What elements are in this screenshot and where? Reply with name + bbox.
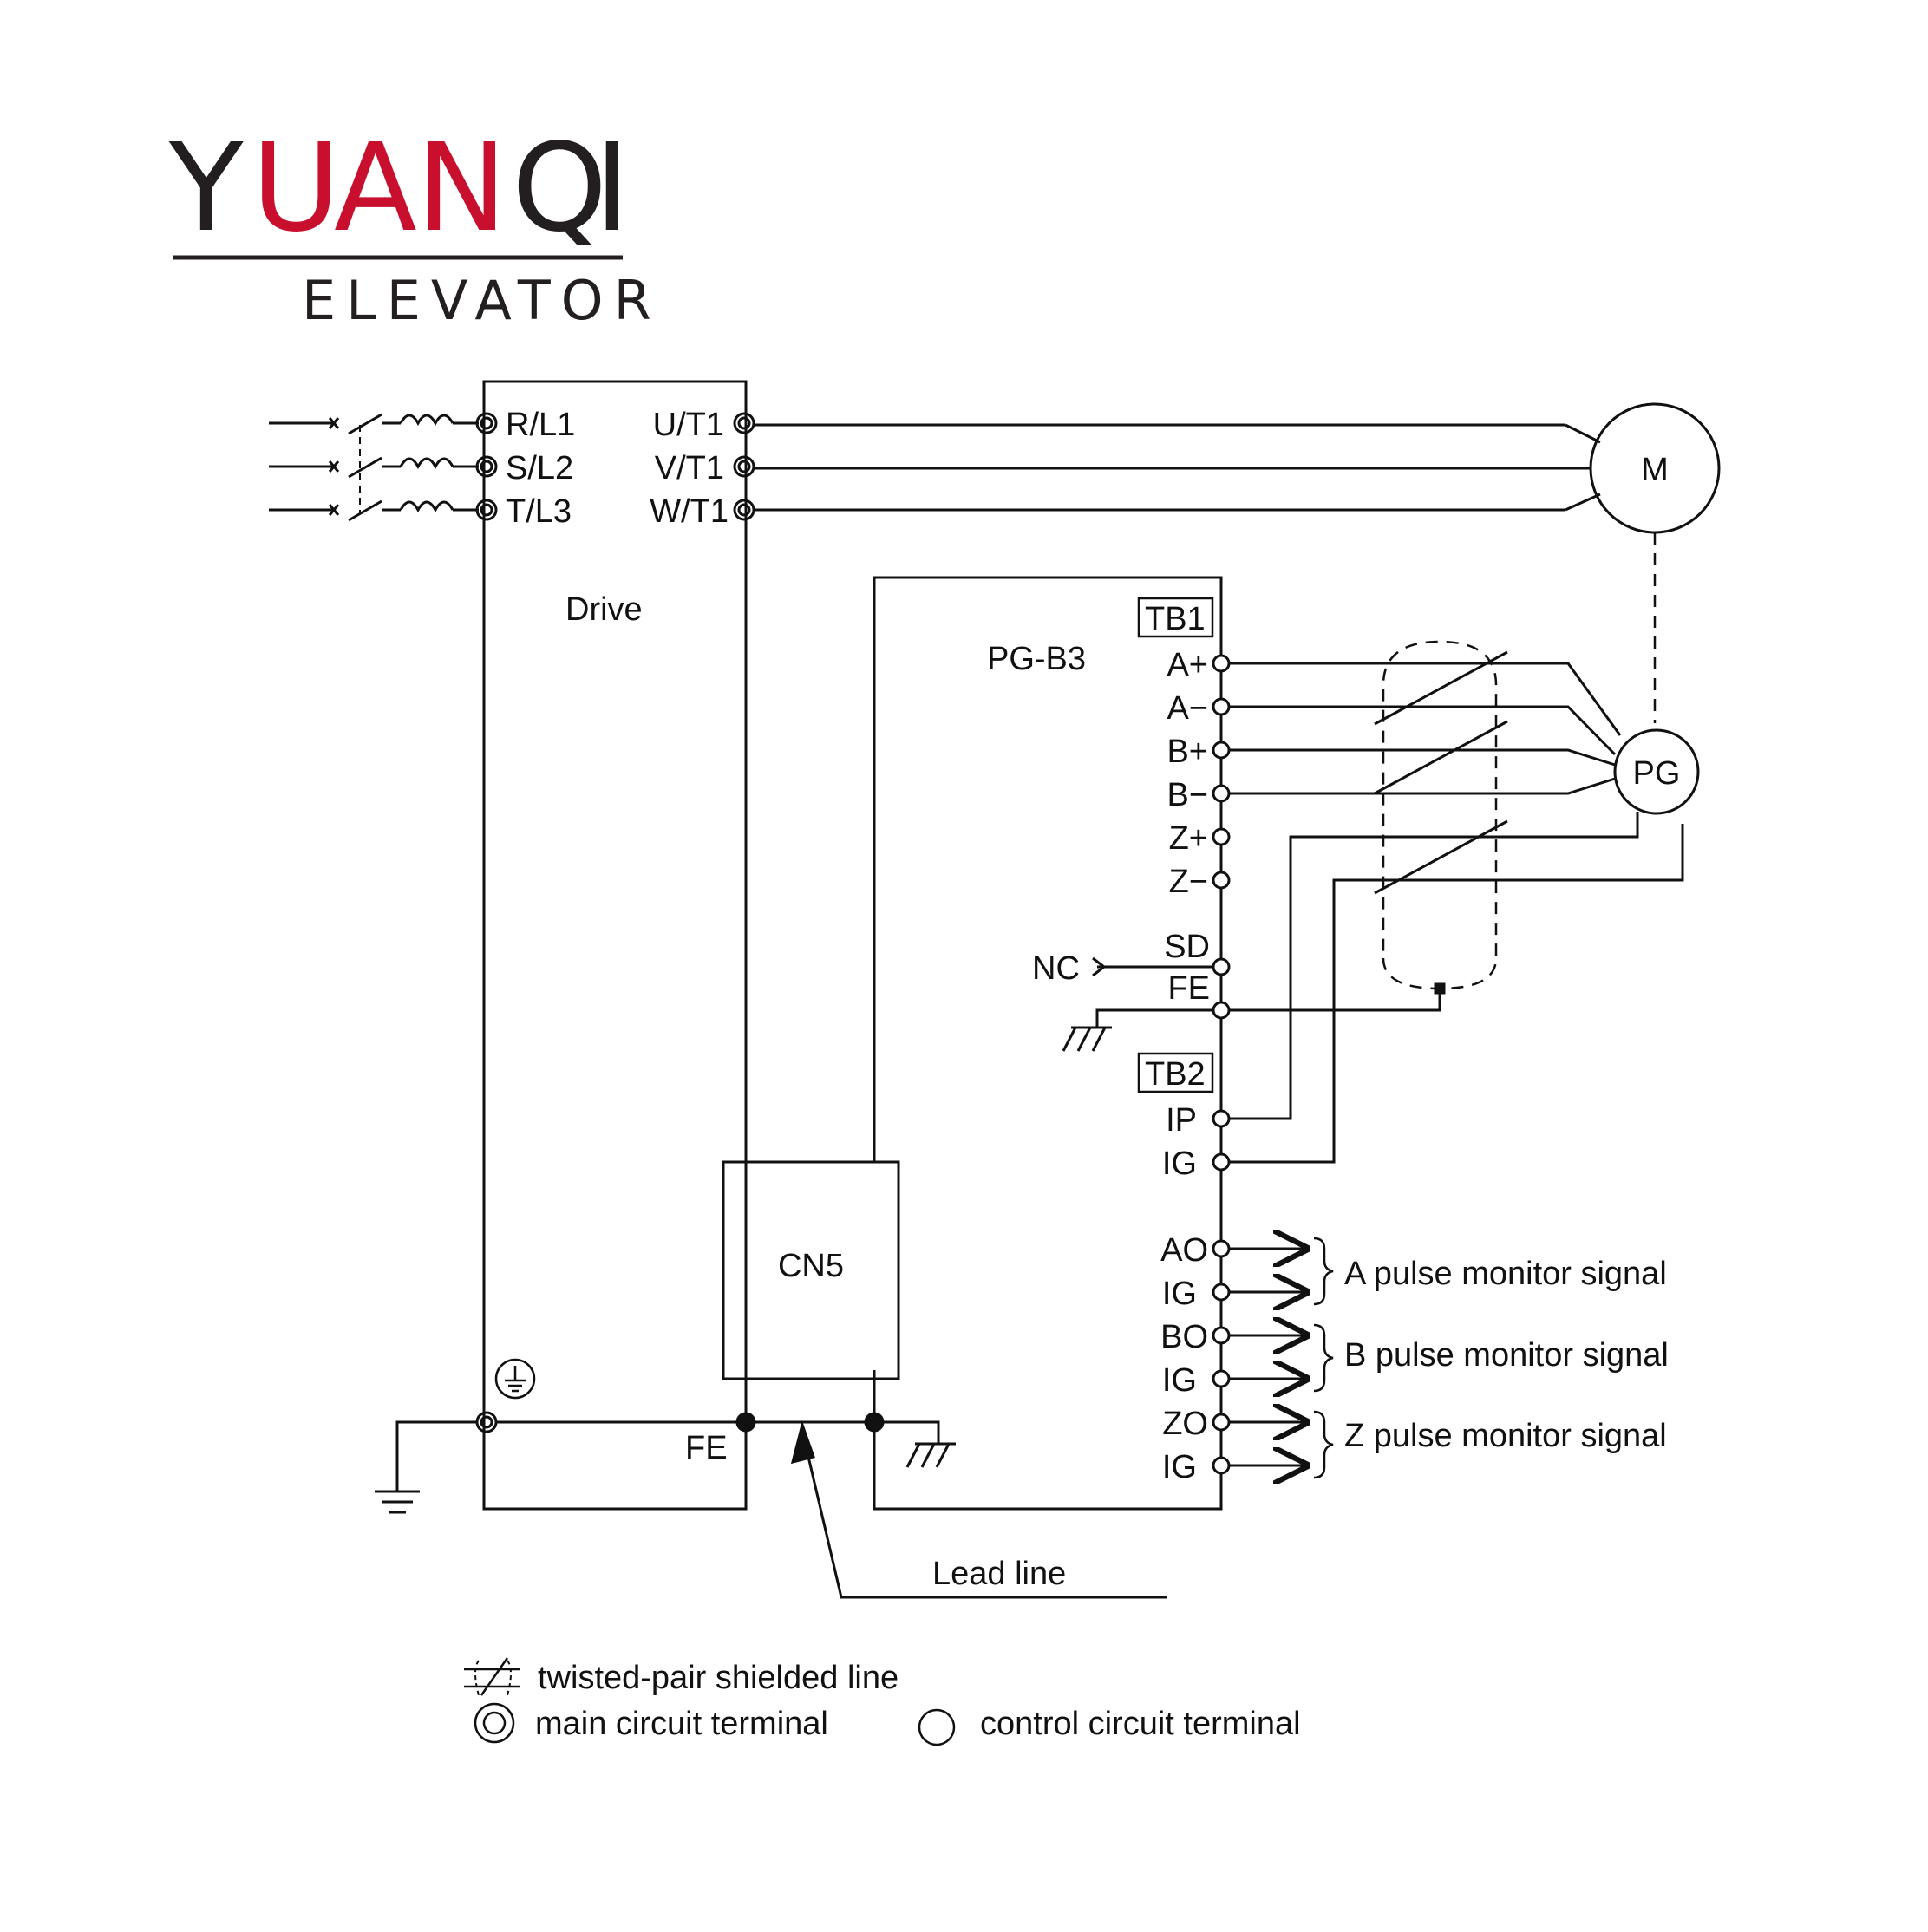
logo-letter-a: A xyxy=(334,118,443,259)
logo-tagline: ELEVATOR xyxy=(302,269,662,332)
tb1-terminal-b-minus: B− xyxy=(1167,777,1208,813)
drive-fe-label: FE xyxy=(685,1430,728,1466)
encoder-wires xyxy=(1229,662,1684,1164)
drive-input-label-2: S/L2 xyxy=(506,450,573,486)
drive-input-label-3: T/L3 xyxy=(506,493,572,530)
encoder-label: PG xyxy=(1633,755,1681,792)
tb1-terminal-a-plus: A+ xyxy=(1167,647,1208,683)
labels: R/L1 S/L2 T/L3 U/T1 V/T1 W/T1 Drive M PG… xyxy=(506,407,1680,1742)
monitor-terminal-ig-3: IG xyxy=(1162,1449,1197,1485)
cable-shield xyxy=(1229,640,1508,1012)
logo-letter-u: U xyxy=(252,118,366,259)
card-fe-ground xyxy=(1062,1008,1213,1052)
tb1-terminal-b-plus: B+ xyxy=(1167,734,1208,770)
fe-junction-1 xyxy=(735,1412,756,1433)
drive-title: Drive xyxy=(565,591,643,628)
monitor-outputs xyxy=(1229,1238,1334,1478)
cn5-label: CN5 xyxy=(778,1248,844,1284)
tb1-terminal-z-plus: Z+ xyxy=(1169,820,1208,857)
tb2-terminal-ip: IP xyxy=(1166,1102,1197,1139)
monitor-terminal-bo: BO xyxy=(1160,1319,1208,1355)
monitor-terminal-ao: AO xyxy=(1160,1232,1208,1269)
pg-card-outline xyxy=(873,576,1223,1511)
main-terminal-icon xyxy=(474,1702,515,1744)
drive-input-terminals xyxy=(475,412,498,521)
logo-letter-y: Y xyxy=(168,118,270,259)
legend-control-terminal-label: control circuit terminal xyxy=(980,1706,1301,1742)
control-terminal-icon xyxy=(918,1708,956,1746)
fe-bus xyxy=(375,1379,956,1514)
legend-shielded-label: twisted-pair shielded line xyxy=(538,1660,899,1696)
tb1-terminal-z-minus: Z− xyxy=(1169,864,1208,900)
monitor-signal-b: B pulse monitor signal xyxy=(1344,1337,1669,1374)
monitor-terminal-ig-2: IG xyxy=(1162,1362,1197,1399)
legend-icons xyxy=(464,1657,956,1746)
card-fe-label: FE xyxy=(1167,970,1210,1007)
logo-letter-n: N xyxy=(416,118,533,259)
tb2-label: TB2 xyxy=(1145,1056,1206,1093)
nc-label: NC xyxy=(1032,950,1080,987)
tb1-terminal-a-minus: A− xyxy=(1167,690,1208,727)
monitor-signal-z: Z pulse monitor signal xyxy=(1344,1418,1667,1454)
lead-line-pointer xyxy=(790,1420,1167,1599)
logo-letter-i: I xyxy=(594,118,656,259)
drive-output-terminals xyxy=(733,412,755,521)
monitor-terminal-ig-1: IG xyxy=(1162,1276,1197,1312)
shielded-line-icon xyxy=(464,1657,520,1696)
tb1-box xyxy=(1137,597,1214,638)
pg-card-terminals xyxy=(1212,654,1231,1475)
lead-line-label: Lead line xyxy=(932,1556,1066,1592)
drive-input-label-1: R/L1 xyxy=(506,407,575,443)
cn5-box xyxy=(722,1160,900,1380)
tb2-box xyxy=(1137,1052,1214,1093)
motor-label: M xyxy=(1641,452,1669,488)
protective-earth-icon xyxy=(494,1358,536,1400)
monitor-signal-a: A pulse monitor signal xyxy=(1344,1256,1667,1292)
drive-box xyxy=(482,380,748,1511)
drive-output-label-1: U/T1 xyxy=(653,407,724,443)
tb1-label: TB1 xyxy=(1145,601,1206,637)
pg-card-name: PG-B3 xyxy=(987,641,1086,677)
tb2-terminal-ig: IG xyxy=(1162,1145,1197,1182)
brand-logo: Y U A N Q I ELEVATOR xyxy=(168,118,662,332)
sd-nc xyxy=(1092,956,1213,977)
logo-letter-q: Q xyxy=(512,118,633,259)
monitor-terminal-zo: ZO xyxy=(1162,1406,1208,1442)
sd-label: SD xyxy=(1164,929,1210,965)
encoder-symbol xyxy=(1613,728,1700,815)
input-supply xyxy=(269,413,479,522)
motor-lines xyxy=(755,423,1601,512)
drive-output-label-2: V/T1 xyxy=(655,450,724,486)
fe-junction-2 xyxy=(864,1412,885,1433)
drive-output-label-3: W/T1 xyxy=(650,493,729,530)
legend-main-terminal-label: main circuit terminal xyxy=(535,1706,828,1742)
